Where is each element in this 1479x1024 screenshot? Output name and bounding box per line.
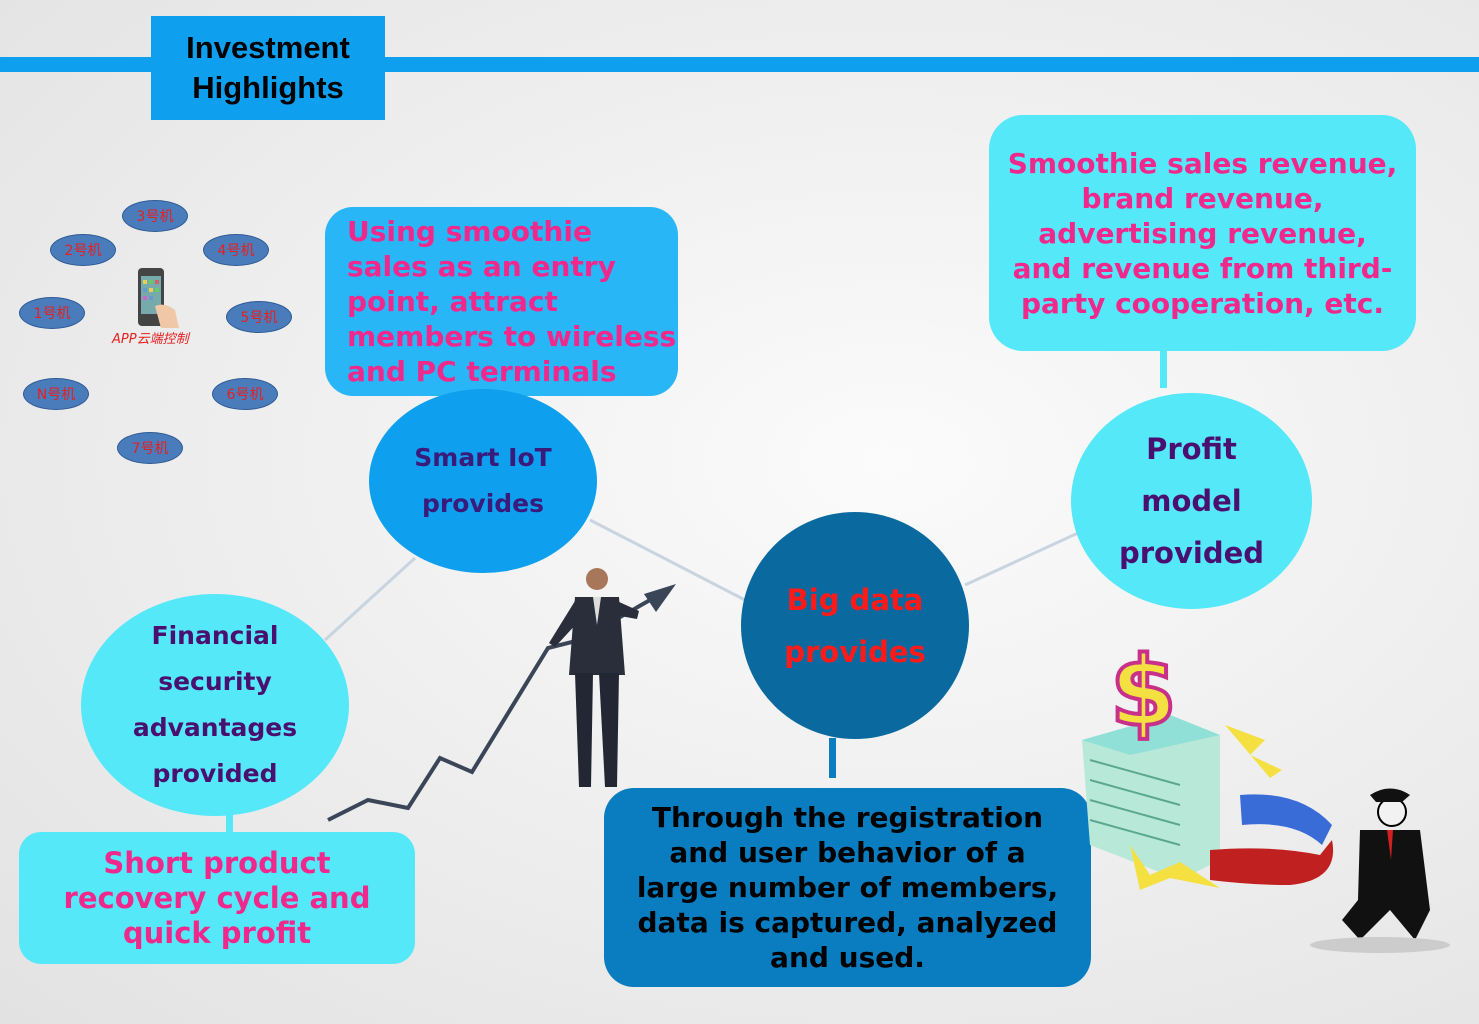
profit-line-2: model [1141, 484, 1242, 518]
device-node: 3号机 [122, 200, 188, 232]
device-node: 1号机 [19, 297, 85, 329]
financial-line-3: advantages [132, 713, 298, 742]
device-node: 5号机 [226, 301, 292, 333]
financial-security-circle: Financial security advantages provided [81, 594, 349, 816]
app-cloud-control-label: APP云端控制 [112, 332, 189, 347]
financial-line-2: security [158, 667, 272, 696]
iot-line-1: Smart IoT [414, 443, 552, 472]
device-node: 7号机 [117, 432, 183, 464]
revenue-box: Smoothie sales revenue, brand revenue, a… [989, 115, 1416, 351]
smart-iot-circle: Smart IoT provides [369, 389, 597, 573]
financial-line-4: provided [152, 759, 278, 788]
smoothie-entry-box: Using smoothie sales as an entry point, … [325, 207, 678, 396]
money-magnet-illustration: $ [1082, 634, 1450, 953]
dollar-sign-icon: $ [1110, 636, 1177, 748]
device-node: 2号机 [50, 234, 116, 266]
device-node: N号机 [23, 378, 89, 410]
iot-line-2: provides [422, 489, 544, 518]
big-data-circle: Big data provides [741, 512, 969, 739]
financial-line-1: Financial [151, 621, 279, 650]
device-node: 6号机 [212, 378, 278, 410]
device-network-diagram: 1号机 2号机 3号机 4号机 5号机 6号机 7号机 N号机 APP云端控制 [0, 180, 320, 480]
businessman-illustration [549, 568, 639, 787]
profit-line-1: Profit [1146, 432, 1237, 466]
big-data-line-1: Big data [786, 582, 924, 617]
big-data-description-box: Through the registration and user behavi… [604, 788, 1091, 987]
device-node: 4号机 [203, 234, 269, 266]
profit-line-3: provided [1118, 536, 1264, 570]
profit-model-circle: Profit model provided [1071, 393, 1312, 609]
page-title: Investment Highlights [151, 16, 385, 120]
recovery-box: Short product recovery cycle and quick p… [19, 832, 415, 964]
big-data-line-2: provides [784, 634, 926, 669]
smartphone-icon [138, 268, 179, 328]
